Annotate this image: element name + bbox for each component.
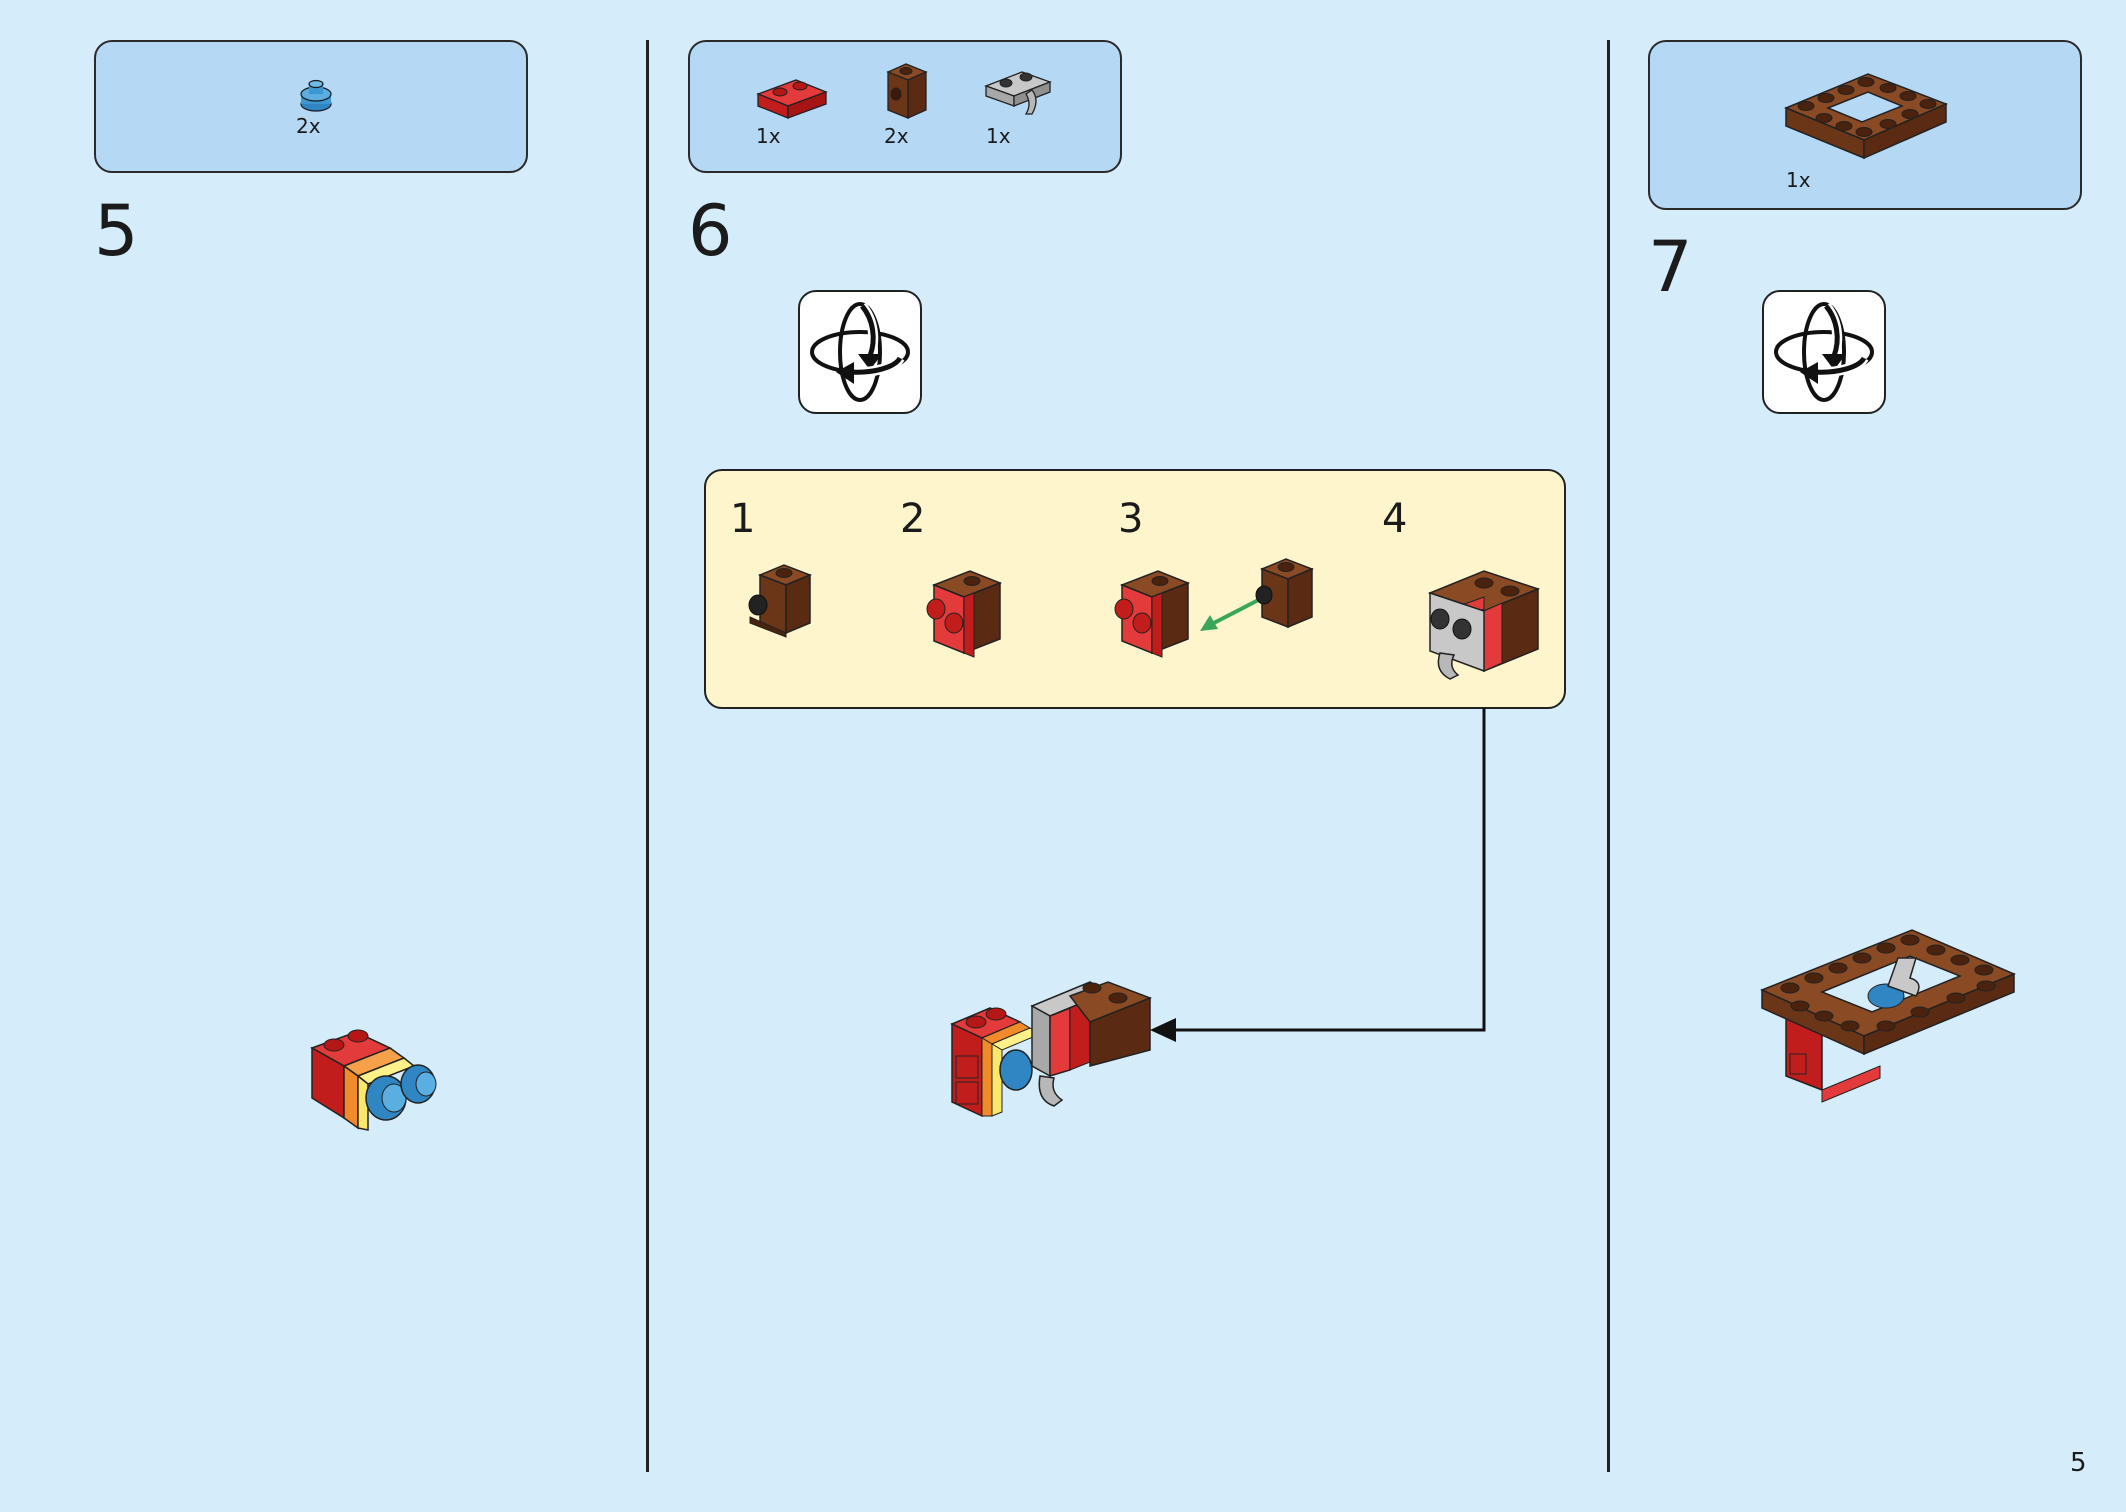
step-number: 6 (688, 190, 733, 272)
rotate-model-icon (1762, 290, 1886, 414)
step-6-model-illustration (950, 981, 1153, 1118)
part-quantity: 2x (296, 114, 321, 138)
part-quantity: 1x (986, 124, 1011, 148)
step-5-model-illustration (310, 1029, 437, 1131)
brown-frame-plate-4x4-icon (1784, 73, 1948, 160)
part-quantity: 1x (756, 124, 781, 148)
substep-number: 1 (730, 496, 756, 542)
step-number: 5 (94, 190, 139, 272)
grey-clip-plate-icon (984, 71, 1052, 115)
substep-number: 2 (900, 496, 926, 542)
substep-1-bracket-illustration (748, 564, 813, 638)
substep-2-red-brick-illustration (926, 570, 1003, 658)
part-quantity: 1x (1786, 168, 1811, 192)
step-5-parts-box: 2x (94, 40, 528, 173)
substep-3-bracket-illustration (1255, 558, 1315, 629)
rotate-model-icon (798, 290, 922, 414)
substep-number: 4 (1382, 496, 1408, 542)
red-plate-1x2-icon (756, 79, 828, 119)
part-quantity: 2x (884, 124, 909, 148)
page-number: 5 (2070, 1448, 2087, 1478)
substep-number: 3 (1118, 496, 1144, 542)
substep-callout-box: 1 2 3 4 (704, 469, 1566, 709)
column-divider-right (1607, 40, 1610, 1472)
column-divider-left (646, 40, 649, 1472)
substep-4-assembled-illustration (1427, 570, 1541, 680)
step-7-model-illustration (1760, 929, 2016, 1103)
brown-bracket-brick-icon (886, 63, 928, 120)
step-6-parts-box: 1x 2x 1x (688, 40, 1122, 173)
step-number: 7 (1648, 226, 1693, 308)
substep-3-red-brick-illustration (1114, 570, 1191, 658)
step-7-parts-box: 1x (1648, 40, 2082, 210)
blue-round-plate-icon (300, 79, 332, 112)
callout-connector-arrow (1150, 708, 1486, 1042)
